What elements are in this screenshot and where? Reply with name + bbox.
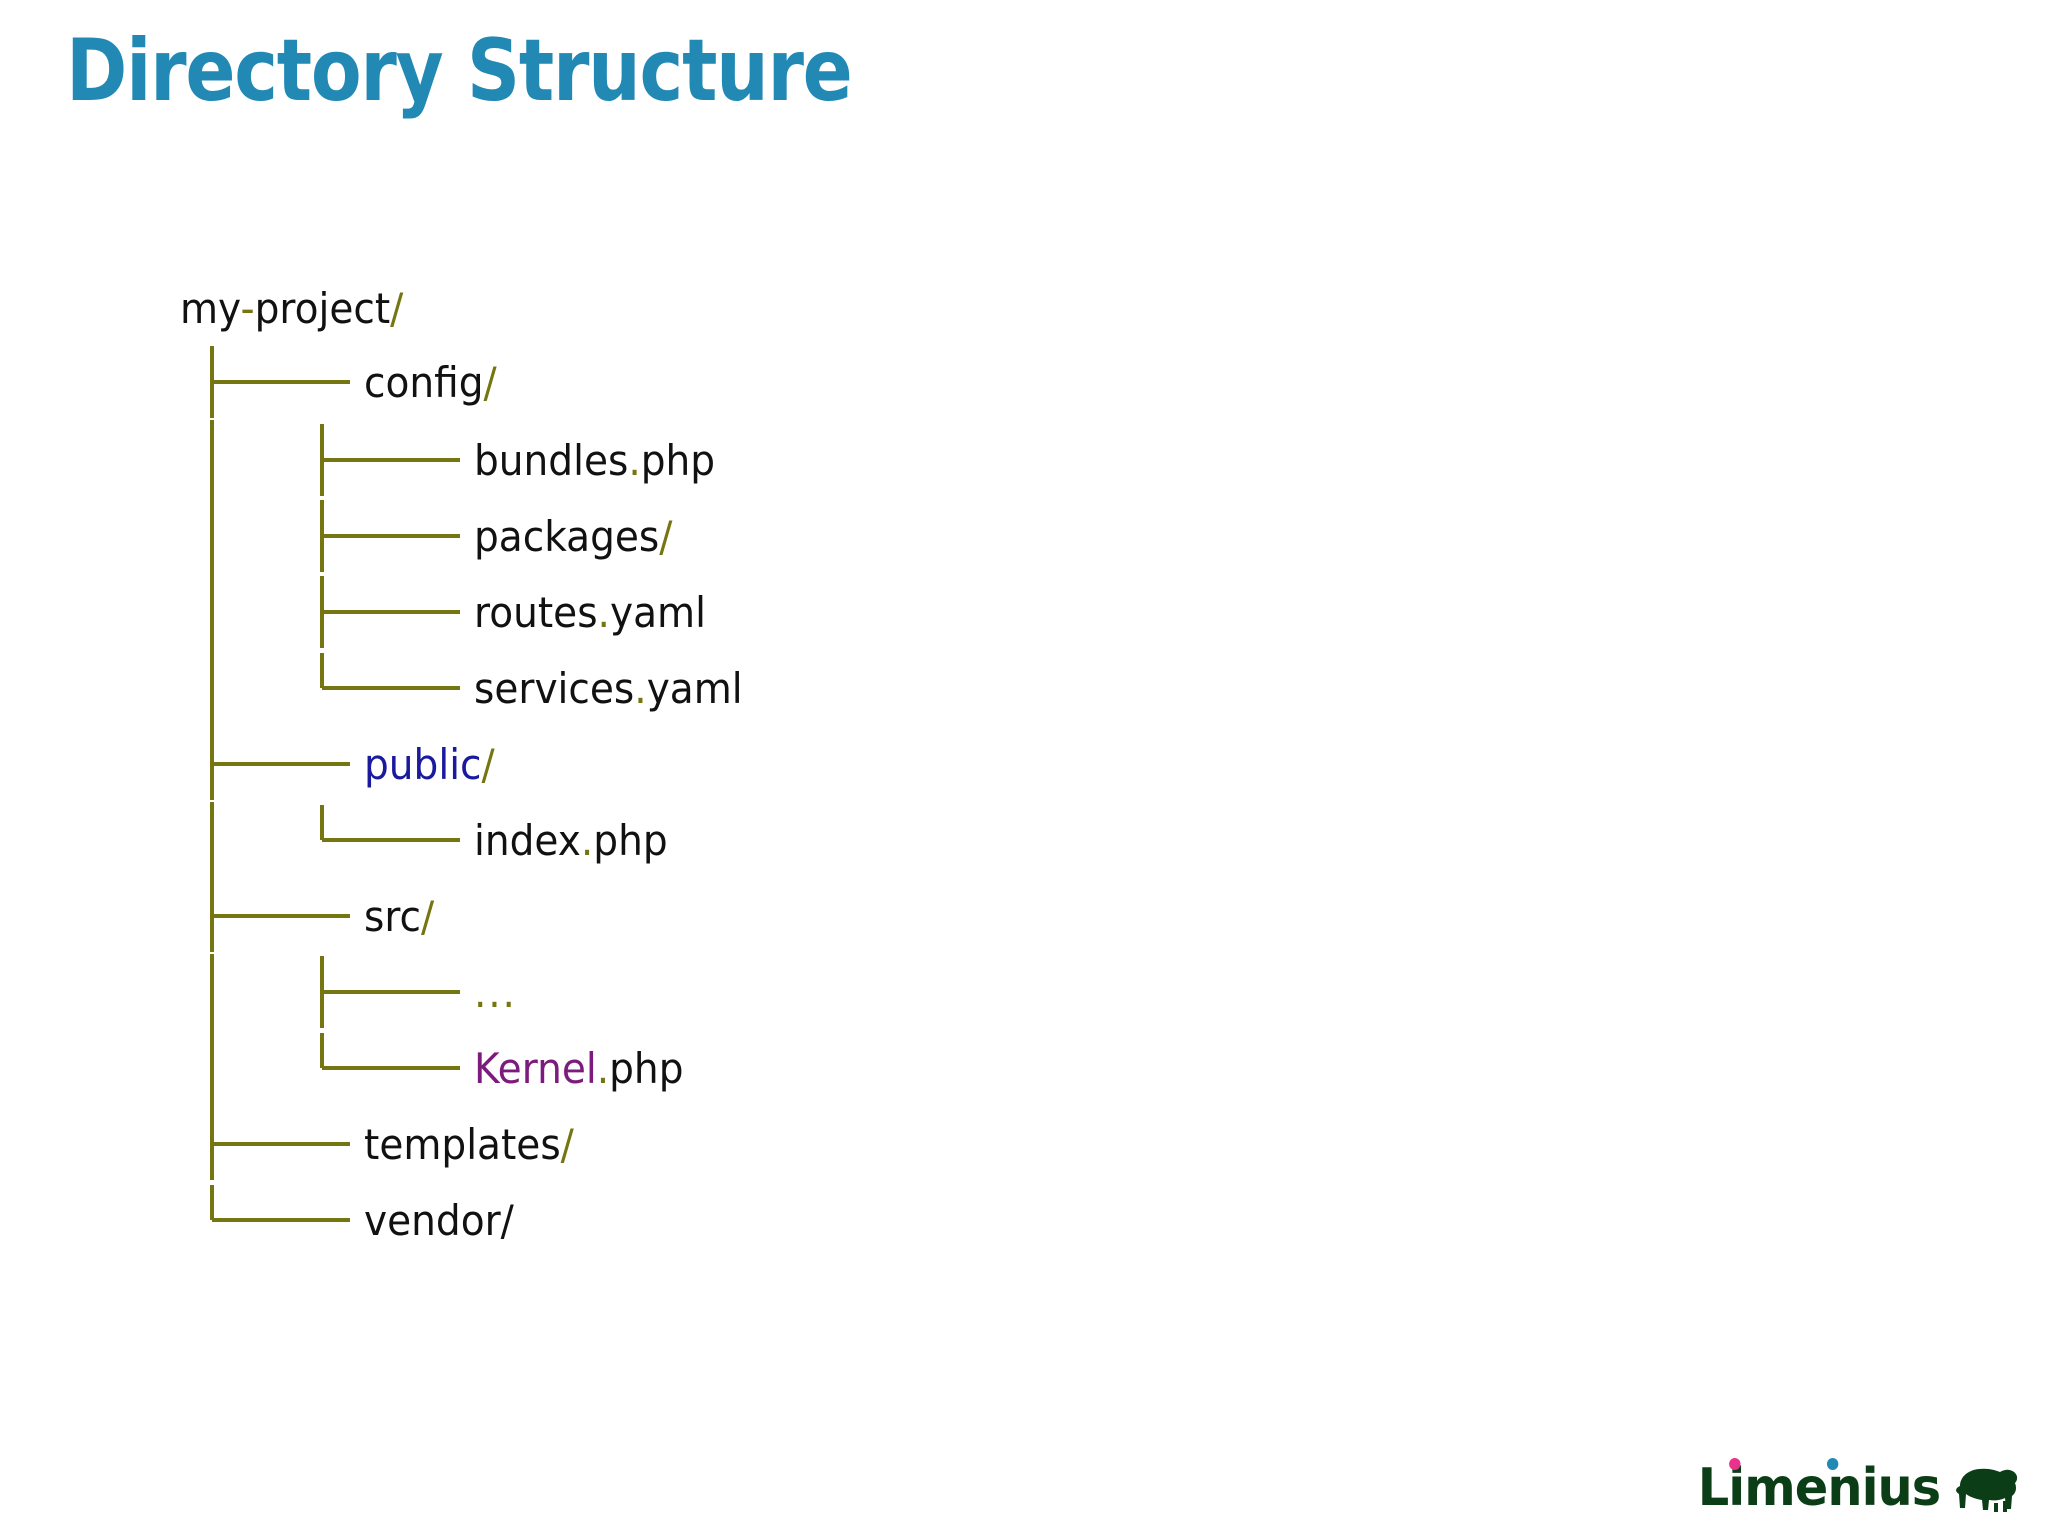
tree-item-label: my [180, 284, 241, 333]
tree-item-src[interactable]: src/ [364, 896, 434, 938]
tree-item-dot: . [597, 588, 610, 637]
logo-dot-pink-icon [1728, 1458, 1741, 1470]
tree-item-index-php[interactable]: index.php [474, 820, 668, 862]
tree-item-bundles-php[interactable]: bundles.php [474, 440, 715, 482]
tree-item-label: templates [364, 1120, 561, 1169]
page-title: Directory Structure [66, 21, 853, 121]
tree-item-slash: / [500, 1196, 514, 1245]
tree-item-ext: php [640, 436, 716, 485]
logo-wordmark-text: Limenius [1697, 1458, 1941, 1518]
tree-item-ext: yaml [609, 588, 706, 637]
tree-item-ellipsis: ... [474, 972, 517, 1014]
tree-item-services-yaml[interactable]: services.yaml [474, 668, 743, 710]
tree-item-label: packages [474, 512, 660, 561]
tree-item-label: src [364, 892, 422, 941]
tree-item-packages[interactable]: packages/ [474, 516, 672, 558]
tree-item-routes-yaml[interactable]: routes.yaml [474, 592, 706, 634]
tree-item-slash: / [481, 740, 495, 789]
tree-item-kernel-php[interactable]: Kernel.php [474, 1048, 683, 1090]
tree-item-label-2: project [254, 284, 391, 333]
tree-item-label: routes [474, 588, 598, 637]
tree-item-label: public [364, 740, 482, 789]
tree-item-slash: / [390, 284, 404, 333]
tree-item-label: bundles [474, 436, 629, 485]
tree-item-label: Kernel [474, 1044, 597, 1093]
tree-item-punct: - [240, 284, 255, 333]
limenius-logo: Limenius [1685, 1458, 2020, 1514]
logo-dot-blue-icon [1826, 1458, 1839, 1470]
tree-item-dot: . [580, 816, 594, 865]
tree-item-dot: . [596, 1044, 610, 1093]
tree-item-slash: / [421, 892, 435, 941]
tree-item-ext: yaml [646, 664, 743, 713]
tree-item-config[interactable]: config/ [364, 362, 497, 404]
tree-item-my-project[interactable]: my-project/ [180, 288, 403, 330]
tree-item-label: config [364, 358, 484, 407]
tree-item-label: services [474, 664, 635, 713]
tree-item-public[interactable]: public/ [364, 744, 495, 786]
tree-item-slash: / [560, 1120, 574, 1169]
tree-item-dot: . [628, 436, 641, 485]
tree-item-label: ... [474, 968, 517, 1017]
tree-item-label: vendor [364, 1196, 501, 1245]
bison-icon [1956, 1468, 2018, 1512]
tree-item-templates[interactable]: templates/ [364, 1124, 574, 1166]
tree-item-slash: / [483, 358, 497, 407]
tree-item-ext: php [609, 1044, 684, 1093]
tree-item-slash: / [659, 512, 673, 561]
tree-item-ext: php [593, 816, 668, 865]
tree-item-vendor[interactable]: vendor/ [364, 1200, 514, 1242]
tree-item-label: index [474, 816, 581, 865]
logo-wordmark: Limenius [1698, 1458, 1941, 1514]
tree-item-dot: . [634, 664, 647, 713]
